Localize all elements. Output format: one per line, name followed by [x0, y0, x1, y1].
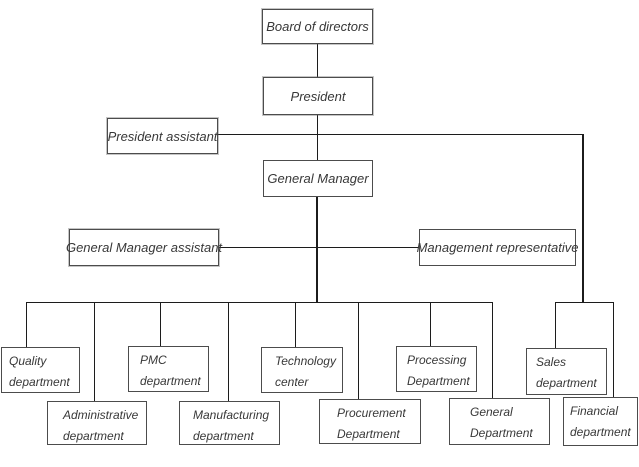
- org-node-management-representative: Management representative: [417, 229, 578, 266]
- connector-drop-processing: [430, 303, 431, 346]
- connector-drop-pmc: [160, 303, 161, 346]
- org-node-quality-department: Quality department: [1, 347, 80, 393]
- org-node-procurement-department: Procurement Department: [319, 399, 421, 444]
- connector-gm-assistant-management-rep: [219, 247, 419, 248]
- org-node-president: President: [263, 77, 373, 115]
- connector-president-assistant-horizontal: [218, 134, 584, 135]
- org-node-general-manager-assistant: General Manager assistant: [66, 229, 222, 266]
- org-node-general-manager: General Manager: [263, 160, 373, 197]
- org-node-president-assistant: President assistant: [107, 118, 218, 154]
- connector-board-president: [317, 44, 318, 77]
- connector-drop-technology: [295, 303, 296, 347]
- org-node-pmc-department: PMC department: [128, 346, 209, 392]
- connector-drop-sales: [555, 303, 556, 348]
- org-node-manufacturing-department: Manufacturing department: [179, 401, 280, 445]
- connector-right-side-vertical: [582, 134, 584, 303]
- connector-department-bus: [26, 302, 493, 303]
- connector-drop-procurement: [358, 303, 359, 399]
- org-node-processing-department: Processing Department: [396, 346, 477, 392]
- org-node-administrative-department: Administrative department: [47, 401, 147, 445]
- org-node-board-of-directors: Board of directors: [262, 9, 373, 44]
- connector-president-general-manager: [317, 115, 318, 160]
- connector-drop-quality: [26, 303, 27, 347]
- connector-drop-financial: [613, 303, 614, 397]
- org-node-financial-department: Financial department: [563, 397, 638, 446]
- org-node-general-department: General Department: [449, 398, 550, 445]
- org-node-sales-department: Sales department: [526, 348, 607, 395]
- connector-drop-general: [492, 303, 493, 398]
- connector-general-manager-trunk: [316, 197, 318, 303]
- connector-drop-manufacturing: [228, 303, 229, 401]
- org-node-technology-center: Technology center: [261, 347, 343, 393]
- connector-drop-administrative: [94, 303, 95, 401]
- connector-right-sub-bus: [555, 302, 614, 303]
